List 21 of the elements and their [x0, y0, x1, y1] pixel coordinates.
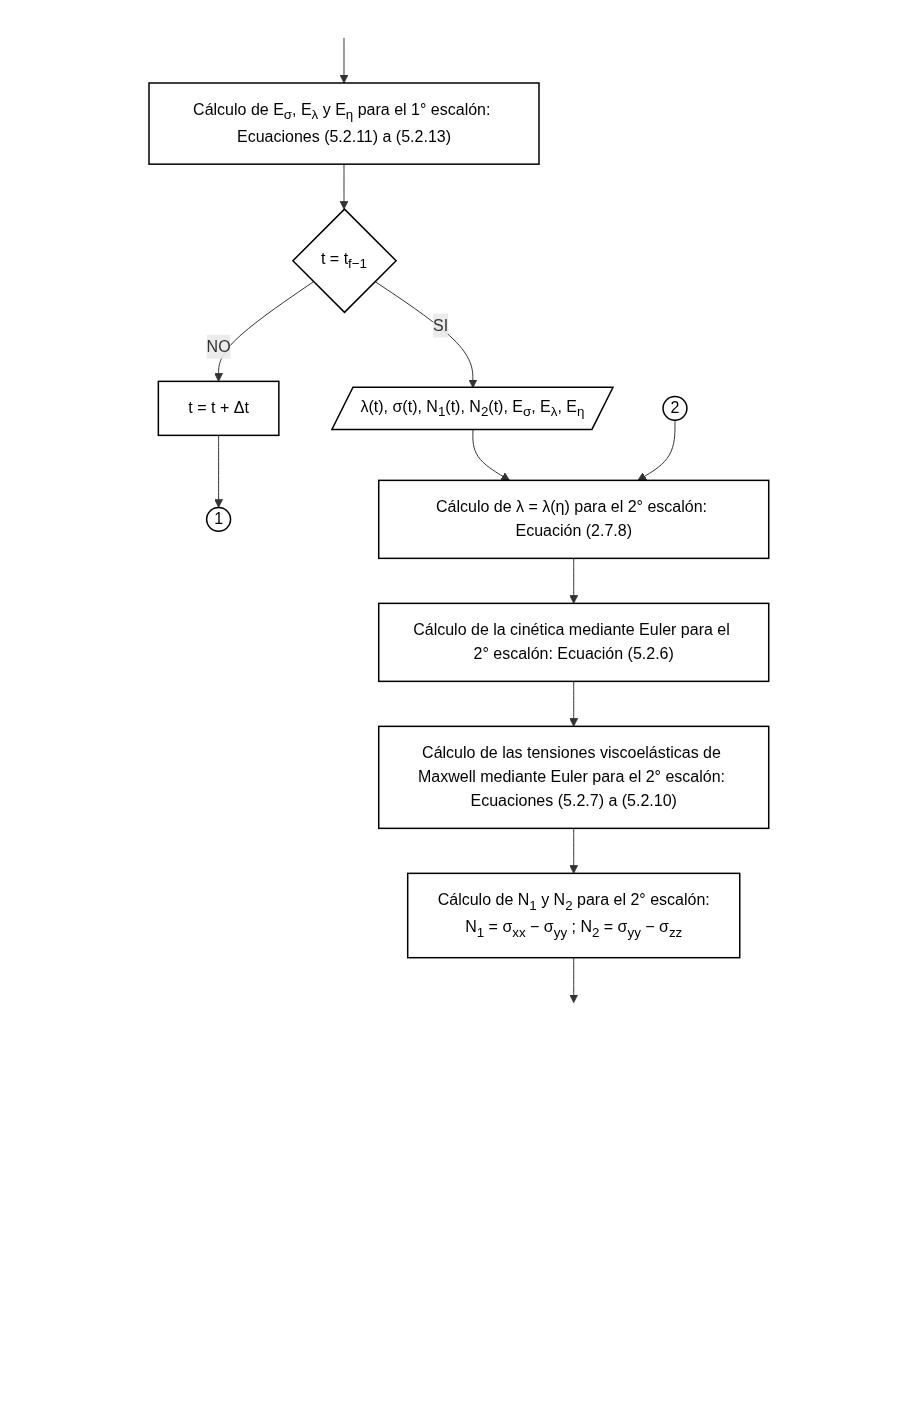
- node-box: Cálculo de N$_{1}$ y N$_{2}$ para el 2° escalón: N$_{1}$ = σ$_{xx}$ − σ$_{yy}$ ; N$_{2}$ = σ$_{yy}$ − σ$_{zz}$: [406, 872, 741, 959]
- arrow: [213, 434, 223, 508]
- node-diamond: t = t$_{f−1}$: [291, 208, 397, 314]
- node-box: Cálculo de las tensiones viscoelásticas de Maxwell mediante Euler para el 2° escalón: Ecuaciones (5.2.7) a (5.2.10): [377, 725, 770, 830]
- edge-label: NO: [206, 337, 231, 355]
- arrow: [339, 163, 349, 210]
- arrow: [637, 419, 676, 481]
- arrow: [568, 557, 578, 604]
- arrow: [568, 957, 578, 1004]
- arrow: [472, 429, 510, 481]
- arrow: [339, 37, 349, 84]
- arrow: [568, 680, 578, 727]
- node-box: Cálculo de E$_{σ}$, E$_{λ}$ y E$_{η}$ para el 1° escalón: Ecuaciones (5.2.11) a (5.2.13): [147, 82, 540, 165]
- arrow: [568, 827, 578, 874]
- node-circle: 2: [661, 395, 688, 422]
- node-circle: 1: [205, 506, 231, 533]
- node-box: Cálculo de λ = λ(η) para el 2° escalón: Ecuación (2.7.8): [377, 479, 770, 560]
- node-box: t = t + Δt: [157, 380, 280, 437]
- edge-label: SI: [432, 316, 448, 334]
- arrow: [213, 281, 314, 382]
- node-box: Cálculo de la cinética mediante Euler para el 2° escalón: Ecuación (5.2.6): [377, 602, 770, 683]
